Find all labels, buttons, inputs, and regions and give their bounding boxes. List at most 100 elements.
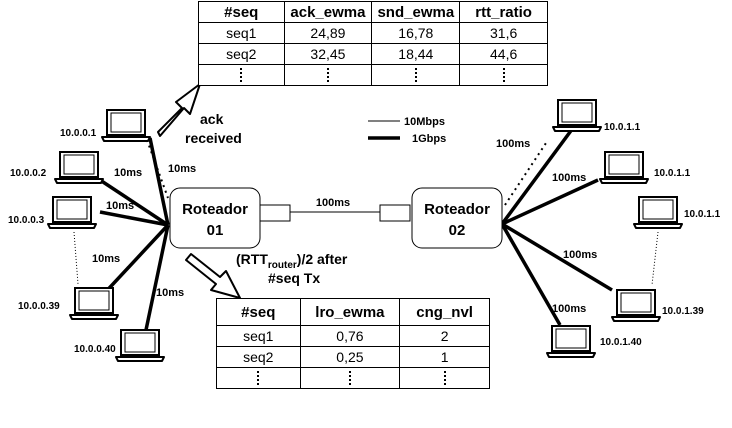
host-ip: 10.0.1.40 [600, 337, 642, 348]
bottom-metrics-table: #seq lro_ewma cng_nvl seq1 0,76 2 seq2 0… [216, 298, 490, 389]
host-ip: 10.0.1.1 [684, 209, 721, 220]
right-links [500, 126, 613, 326]
host-delay: 100ms [552, 172, 586, 184]
column-header: snd_ewma [371, 1, 461, 23]
host-left-3: 10.0.0.3 10ms [8, 196, 134, 229]
ellipsis-cell [216, 367, 301, 389]
column-header: rtt_ratio [459, 1, 548, 23]
column-header: lro_ewma [299, 298, 401, 326]
table-cell: 44,6 [459, 43, 548, 65]
ellipsis-cell [198, 64, 285, 86]
column-header: cng_nvl [399, 298, 490, 326]
host-left-39: 10.0.0.39 10ms [18, 253, 120, 320]
laptop-icon [115, 329, 165, 362]
link-host1 [148, 137, 170, 226]
router-link-delay: 100ms [316, 197, 350, 209]
ellipsis-cell [371, 64, 461, 86]
table-cell: 2 [399, 325, 490, 347]
table-cell: 0,76 [299, 325, 401, 347]
router-01-number: 01 [207, 222, 224, 239]
router-01-name: Roteador [182, 201, 248, 218]
host-left-1: 10.0.0.1 10ms [60, 109, 196, 175]
host-ip: 10.0.0.1 [60, 128, 97, 139]
host-delay: 100ms [563, 249, 597, 261]
host-ip: 10.0.0.40 [74, 344, 116, 355]
laptop-icon [599, 151, 649, 184]
host-delay: 10ms [92, 253, 120, 265]
table-header-row: #seq lro_ewma cng_nvl [216, 298, 490, 326]
table-row: seq1 0,76 2 [216, 325, 490, 347]
column-header: ack_ewma [283, 1, 373, 23]
host-left-40: 10.0.0.40 10ms [74, 287, 184, 362]
table-ellipsis-row [198, 64, 548, 86]
router-01 [169, 187, 261, 249]
host-delay: 10ms [156, 287, 184, 299]
laptop-icon [47, 196, 97, 229]
table-cell: seq2 [198, 43, 285, 65]
host-right-2: 10.0.1.1 100ms [552, 151, 691, 184]
link-host2 [99, 178, 169, 227]
right-ellipsis-line [651, 231, 659, 286]
left-links [98, 137, 170, 331]
vertical-dots-icon [414, 67, 417, 84]
laptop-icon [552, 99, 602, 132]
ellipsis-cell [283, 64, 373, 86]
router-02 [411, 187, 503, 249]
link-host-r40 [500, 223, 562, 326]
laptop-icon [633, 196, 683, 229]
ellipsis-cell [399, 367, 490, 389]
host-delay: 100ms [496, 138, 530, 150]
laptop-icon [54, 151, 104, 184]
right-star-dots [504, 139, 549, 206]
laptop-icon [546, 325, 596, 358]
vertical-dots-icon [443, 370, 446, 387]
table-cell: seq1 [198, 22, 285, 44]
host-delay: 10ms [168, 163, 196, 175]
link-host40 [144, 224, 170, 331]
vertical-dots-icon [240, 67, 243, 84]
table-cell: 18,44 [371, 43, 461, 65]
legend-thick-label: 1Gbps [412, 133, 446, 145]
host-right-3: 10.0.1.1 [633, 196, 721, 229]
link-host-r1 [500, 126, 575, 226]
table-row: seq2 32,45 18,44 44,6 [198, 43, 548, 65]
rtt-arrow [185, 253, 241, 299]
table-row: seq2 0,25 1 [216, 346, 490, 368]
link-host39 [98, 223, 170, 300]
laptop-icon [101, 109, 151, 142]
rtt-label-1: (RTTrouter)/2 after [236, 251, 348, 271]
ack-label-2: received [185, 130, 242, 146]
laptop-icon [611, 289, 661, 322]
host-right-1: 10.0.1.1 100ms [496, 99, 641, 150]
top-metrics-table: #seq ack_ewma snd_ewma rtt_ratio seq1 24… [198, 1, 548, 86]
rtt-label-2: #seq Tx [268, 270, 320, 286]
table-cell: 0,25 [299, 346, 401, 368]
table-row: seq1 24,89 16,78 31,6 [198, 22, 548, 44]
host-ip: 10.0.1.1 [654, 168, 691, 179]
vertical-dots-icon [326, 67, 329, 84]
host-left-2: 10.0.0.2 10ms [10, 151, 142, 184]
host-delay: 10ms [106, 200, 134, 212]
vertical-dots-icon [502, 67, 505, 84]
host-right-40: 10.0.1.40 100ms [546, 303, 642, 358]
host-ip: 10.0.1.39 [662, 306, 704, 317]
vertical-dots-icon [257, 370, 260, 387]
router-02-name: Roteador [424, 201, 490, 218]
column-header: #seq [216, 298, 301, 326]
ellipsis-cell [459, 64, 548, 86]
table-ellipsis-row [216, 367, 490, 389]
legend-thin-label: 10Mbps [404, 116, 445, 128]
laptop-icon [69, 287, 119, 320]
link-host-r39 [501, 222, 613, 292]
table-cell: 16,78 [371, 22, 461, 44]
table-cell: 1 [399, 346, 490, 368]
left-ellipsis-line [73, 231, 79, 285]
r2-port [379, 204, 411, 222]
host-delay: 10ms [114, 167, 142, 179]
host-ip: 10.0.0.3 [8, 215, 45, 226]
r1-port [259, 204, 291, 222]
host-right-39: 10.0.1.39 100ms [563, 249, 704, 322]
host-ip: 10.0.0.2 [10, 168, 47, 179]
